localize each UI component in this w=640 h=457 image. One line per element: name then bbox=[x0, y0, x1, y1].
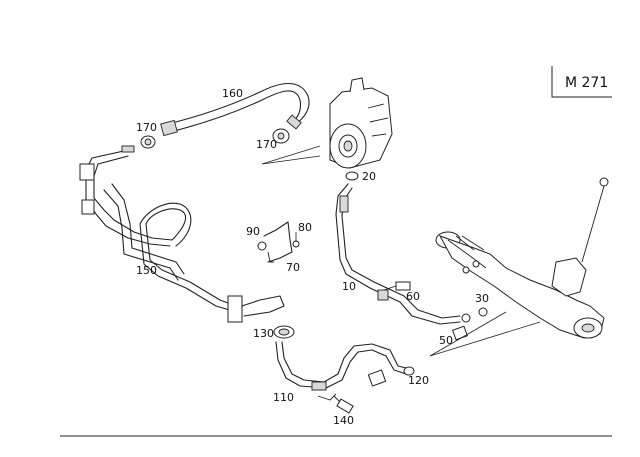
callout-70: 70 bbox=[286, 261, 300, 274]
callout-80: 80 bbox=[298, 221, 312, 234]
seal-120 bbox=[403, 366, 415, 376]
callout-110: 110 bbox=[273, 391, 294, 404]
callout-120: 120 bbox=[408, 374, 429, 387]
callout-10: 10 bbox=[342, 280, 356, 293]
callout-170-right: 170 bbox=[256, 138, 277, 151]
callout-20: 20 bbox=[362, 170, 376, 183]
steering-gear bbox=[435, 177, 609, 339]
clamp-170-right bbox=[272, 128, 290, 144]
bolt-60 bbox=[383, 281, 411, 291]
callout-90: 90 bbox=[246, 225, 260, 238]
hose-150 bbox=[79, 145, 285, 323]
clamp-170-left bbox=[140, 135, 156, 149]
callout-50: 50 bbox=[439, 334, 453, 347]
power-steering-pump bbox=[261, 77, 393, 169]
callout-160: 160 bbox=[222, 87, 243, 100]
bolt-50 bbox=[452, 313, 471, 341]
hose-160 bbox=[160, 82, 310, 137]
hose-110 bbox=[275, 341, 407, 401]
callout-150: 150 bbox=[136, 264, 157, 277]
bracket-70 bbox=[257, 221, 300, 263]
model-code-label: M 271 bbox=[565, 75, 608, 91]
callout-130: 130 bbox=[253, 327, 274, 340]
callout-140: 140 bbox=[333, 414, 354, 427]
callout-170-left: 170 bbox=[136, 121, 157, 134]
callout-60: 60 bbox=[406, 290, 420, 303]
hose-10 bbox=[335, 171, 461, 325]
seal-30 bbox=[478, 307, 488, 317]
callout-labels: 10 20 30 50 60 70 80 90 110 120 130 140 … bbox=[136, 87, 489, 427]
bolt-140 bbox=[333, 395, 354, 414]
clamp-130 bbox=[273, 325, 295, 339]
model-code-box: M 271 bbox=[551, 66, 612, 98]
callout-30: 30 bbox=[475, 292, 489, 305]
